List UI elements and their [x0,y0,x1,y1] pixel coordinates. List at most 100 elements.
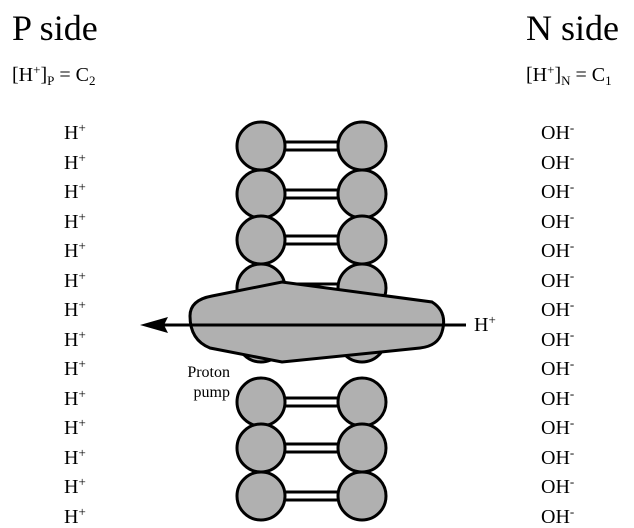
n-conc-close: ] [554,64,562,86]
n-side-title: N side [526,8,619,48]
pump-label-line2: pump [193,384,230,401]
lipid-head-left [235,470,287,522]
p-side-proton: H+ [64,445,86,469]
proton-charge: + [78,445,86,460]
p-side-proton: H+ [64,120,86,144]
hydroxide-charge: - [569,297,575,312]
proton-base: H [64,240,79,262]
proton-base: H [64,388,79,410]
n-side-hydroxide: OH- [541,445,575,469]
n-side-hydroxide: OH- [541,474,575,498]
hydroxide-charge: - [569,356,575,371]
p-conc-index: 2 [88,73,96,88]
n-side-hydroxide: OH- [541,268,575,292]
n-conc-prefix: [H [526,64,548,86]
p-side-proton: H+ [64,504,86,528]
hydroxide-base: OH [541,329,570,351]
proton-charge: + [78,356,86,371]
n-side-hydroxide: OH- [541,386,575,410]
hydroxide-base: OH [541,476,570,498]
n-side-hydroxide: OH- [541,120,575,144]
hydroxide-charge: - [569,268,575,283]
n-conc-eq: = C [570,64,606,86]
lipid-head-right [336,422,388,474]
proton-base: H [64,181,79,203]
p-side-proton: H+ [64,386,86,410]
proton-base: H [64,476,79,498]
p-side-title: P side [12,8,98,48]
lipid-head-right [336,120,388,172]
lipid-head-left [235,120,287,172]
proton-base: H [64,270,79,292]
n-side-hydroxide: OH- [541,297,575,321]
p-side-proton: H+ [64,268,86,292]
p-side-proton: H+ [64,238,86,262]
proton-base: H [64,506,79,528]
hydroxide-base: OH [541,211,570,233]
proton-charge: + [78,415,86,430]
proton-charge: + [78,474,86,489]
n-conc-sub: N [561,73,571,88]
proton-base: H [64,211,79,233]
hydroxide-charge: - [569,504,575,519]
p-conc-close: ] [40,64,48,86]
hydroxide-base: OH [541,122,570,144]
hydroxide-charge: - [569,415,575,430]
proton-base: H [64,447,79,469]
proton-charge: + [78,386,86,401]
hydroxide-base: OH [541,181,570,203]
hydroxide-base: OH [541,299,570,321]
p-side-proton: H+ [64,210,86,233]
proton-charge: + [78,120,86,135]
hydroxide-charge: - [569,474,575,489]
proton-charge: + [78,150,86,165]
n-side-concentration: [H+]N = C1 [526,63,612,87]
hydroxide-base: OH [541,417,570,439]
hydroxide-base: OH [541,447,570,469]
proton-base: H [64,358,79,380]
p-conc-sub: P [47,73,55,88]
p-side-proton: H+ [64,298,86,321]
pump-proton-charge: + [488,312,496,327]
proton-base: H [64,417,79,439]
proton-base: H [64,299,79,321]
proton-base: H [64,152,79,174]
p-conc-sup: + [33,62,41,77]
n-side-hydroxide: OH- [541,504,575,528]
n-side-hydroxide: OH- [541,150,575,174]
hydroxide-charge: - [569,209,575,224]
pump-label: Proton pump [172,363,230,403]
hydroxide-charge: - [569,327,575,342]
p-side-proton: H+ [64,474,86,498]
n-side-hydroxide: OH- [541,415,575,439]
pump-proton-label: H+ [474,312,496,336]
lipid-head-left [235,168,287,220]
hydroxide-charge: - [569,150,575,165]
proton-charge: + [78,268,86,283]
proton-charge: + [78,179,86,194]
p-side-proton: H+ [64,415,86,439]
hydroxide-charge: - [569,386,575,401]
lipid-head-right [336,214,388,266]
proton-base: H [64,122,79,144]
n-side-hydroxide: OH- [541,239,574,262]
hydroxide-charge: - [569,445,575,460]
hydroxide-base: OH [541,388,570,410]
lipid-head-right [336,470,388,522]
n-side-hydroxide: OH- [541,209,575,233]
proton-charge: + [78,504,86,519]
n-side-hydroxide: OH- [541,356,575,380]
proton-pump-shape [188,280,446,364]
pump-proton-base: H [474,314,489,336]
n-side-hydroxide: OH- [541,327,575,351]
p-side-proton: H+ [64,150,86,174]
p-side-proton: H+ [64,356,86,380]
proton-base: H [64,329,79,351]
p-conc-prefix: [H [12,64,34,86]
proton-charge: + [78,238,86,253]
p-conc-eq: = C [54,64,89,86]
lipid-head-right [336,376,388,428]
hydroxide-charge: - [569,120,575,135]
hydroxide-base: OH [541,358,570,380]
